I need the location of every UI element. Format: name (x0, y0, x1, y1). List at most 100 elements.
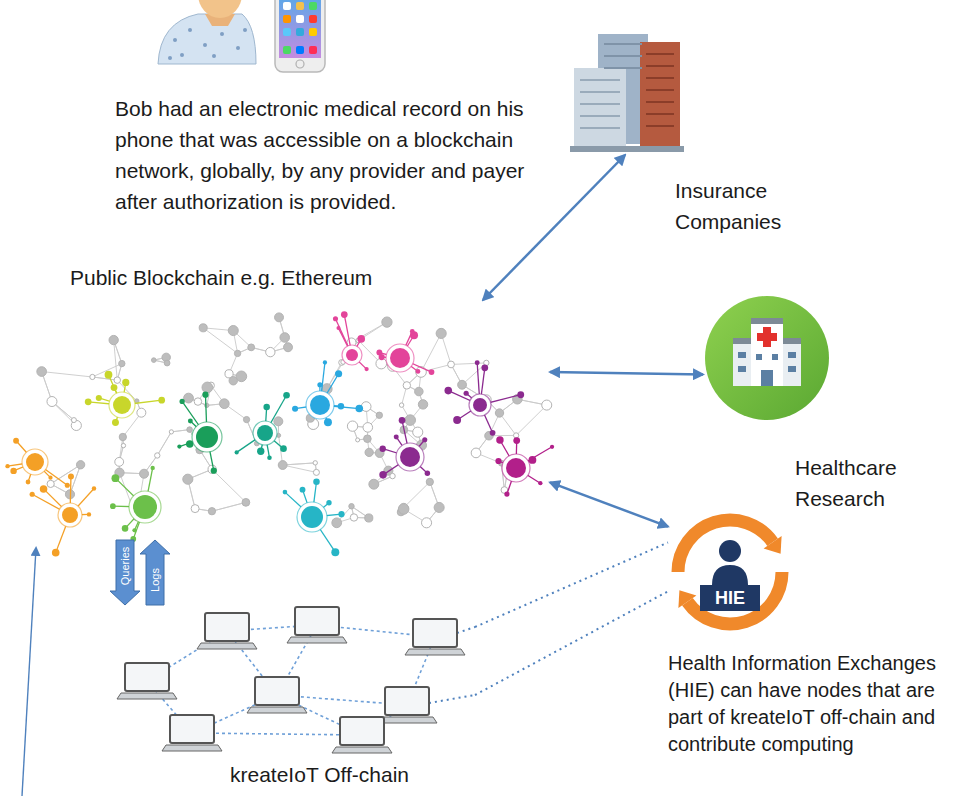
hub-dot (68, 474, 74, 480)
network-dot (47, 397, 57, 407)
hub-dot (425, 470, 430, 475)
hub-node (133, 495, 157, 519)
hub-dot (513, 437, 520, 444)
network-dot (184, 393, 194, 403)
hub-dot (394, 434, 399, 439)
network-links (42, 317, 547, 522)
hub-dot (326, 500, 331, 505)
hub-node (346, 349, 358, 361)
network-link (351, 322, 386, 342)
arrow-label: Logs (149, 568, 162, 592)
hub-dot (40, 485, 48, 493)
hub-dot (335, 370, 342, 377)
insurance-node: Insurance Companies (565, 25, 685, 155)
network-link (42, 372, 93, 377)
hub-node (400, 447, 420, 467)
network-dot (229, 377, 237, 385)
hub-ring (58, 503, 82, 527)
network-dot (405, 415, 416, 426)
hub-dot (300, 487, 306, 493)
hub-dot (475, 360, 480, 365)
laptop-icon (247, 677, 307, 713)
network-dot (363, 423, 373, 433)
network-dot (140, 469, 149, 478)
hub-node (62, 507, 78, 523)
hub-ring (297, 502, 327, 532)
network-dot (332, 518, 342, 528)
hub-dot (85, 398, 92, 405)
hub-dot (324, 418, 332, 426)
network-dot (365, 448, 373, 456)
network-link (451, 363, 486, 365)
network-link (212, 469, 246, 502)
network-dot (390, 473, 395, 478)
network-dot (119, 360, 125, 366)
network-dot (313, 461, 317, 465)
laptop-screen (205, 613, 249, 641)
arrow-label: Queries (119, 546, 132, 585)
hub-dot (65, 483, 70, 488)
hub-ring (22, 449, 48, 475)
hub-dot (48, 476, 52, 480)
laptop-base (332, 747, 392, 753)
network-dot (369, 479, 379, 489)
dotted-connector (475, 543, 668, 628)
network-dot (243, 416, 249, 422)
network-dot (183, 474, 193, 484)
network-dot (448, 361, 455, 368)
network-dot (376, 412, 382, 418)
hub-node (113, 396, 131, 414)
laptop-screen (340, 717, 384, 745)
node-label: Public Blockchain e.g. Ethereum (70, 262, 372, 293)
hub-node (257, 425, 273, 441)
block-arrow (110, 540, 140, 605)
mesh-link (457, 627, 475, 633)
hub-dot (112, 419, 119, 426)
hub-dot (26, 480, 31, 485)
node-label: Health Information Exchanges (HIE) can h… (668, 650, 953, 758)
network-dot (219, 399, 229, 409)
hub-ring (396, 443, 424, 471)
hub-dot (13, 438, 19, 444)
network-dot (364, 435, 372, 443)
laptop-network (117, 607, 475, 753)
arrow-connector (550, 372, 703, 374)
network-dot (202, 382, 213, 393)
hub-ring (192, 422, 222, 452)
node-tag: HIE (700, 585, 760, 611)
network-dot (426, 478, 433, 485)
network-dot (399, 403, 403, 407)
hub-node (473, 398, 487, 412)
hub-dot (211, 468, 217, 474)
network-dot (266, 347, 275, 356)
hub-dot (453, 416, 461, 424)
hub-dot (496, 436, 503, 443)
offchain-node: kreateIoT Off-chain (95, 605, 475, 755)
network-dot (47, 480, 54, 487)
hub-ring (253, 421, 277, 445)
hub-dot (92, 486, 96, 490)
hospital-icon (705, 296, 829, 420)
network-link (157, 432, 171, 456)
hub-node (196, 426, 218, 448)
hub-dot (263, 404, 269, 410)
network-dot (434, 502, 444, 512)
node-label: kreateIoT Off-chain (230, 759, 409, 790)
network-dot (208, 465, 216, 473)
network-dot (71, 418, 76, 423)
network-dot (542, 400, 552, 410)
network-link (516, 405, 547, 435)
network-dot (350, 514, 357, 521)
hub-node (26, 453, 44, 471)
hub-ring (386, 344, 414, 372)
network-dot (121, 443, 125, 447)
network-dot (416, 367, 427, 378)
hub-dot (357, 335, 365, 343)
network-dot (284, 343, 293, 352)
hub-dot (283, 392, 290, 399)
hub-dot (5, 464, 9, 468)
laptop-base (377, 717, 437, 723)
hub-dot (333, 316, 338, 321)
network-dot (418, 400, 427, 409)
